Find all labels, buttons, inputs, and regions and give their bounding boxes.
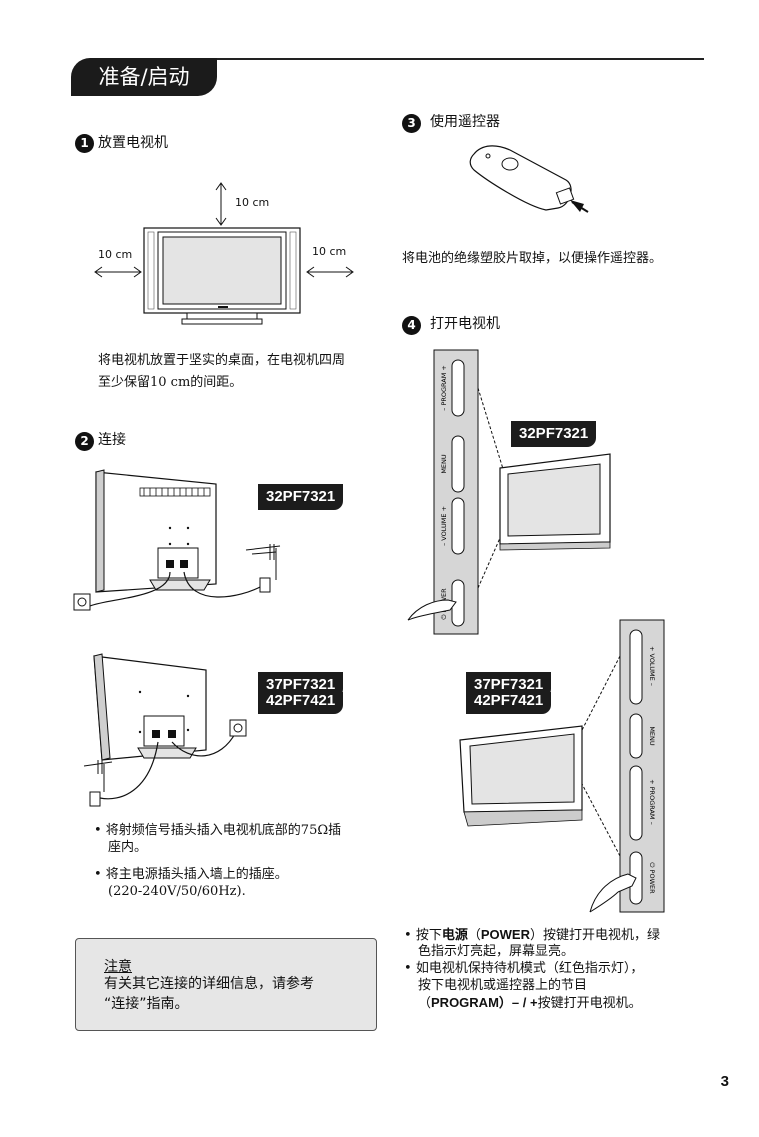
power-b2-mid: ）– / + xyxy=(498,995,538,1010)
tv-back-connection-37-42-illustration xyxy=(83,653,247,807)
step-2-label: 连接 xyxy=(98,432,126,448)
bullet-2-char: • xyxy=(404,961,412,976)
dim-top-label: 10 cm xyxy=(235,196,270,209)
remote-control-illustration xyxy=(469,145,589,213)
dim-left-label: 10 cm xyxy=(98,248,133,261)
panel-label-menu: MENU xyxy=(440,454,448,474)
page-title: 准备/启动 xyxy=(71,58,217,96)
power-b1-open: （ xyxy=(467,928,481,943)
panel-label-program-r: + PROGRAM – xyxy=(648,779,656,825)
note-title: 注意 xyxy=(104,959,132,975)
tv-side-panel-37-42-illustration: + VOLUME – MENU + PROGRAM – ⏻ POWER xyxy=(459,619,665,913)
connect-bullet-2-line2: (220-240V/50/60Hz). xyxy=(108,884,246,899)
remote-instruction: 将电池的绝缘塑胶片取掉，以便操作遥控器。 xyxy=(402,251,663,266)
panel-label-program: – PROGRAM + xyxy=(440,365,448,411)
model-badge-42: 42PF7421 xyxy=(258,692,344,714)
power-b1-power: POWER xyxy=(480,927,530,942)
model-badge-32: 32PF7321 xyxy=(258,484,344,510)
connect-bullet-1-line1: • 将射频信号插头插入电视机底部的75Ω插 xyxy=(94,823,342,838)
power-bullet-2-line1: • 如电视机保持待机模式（红色指示灯）， xyxy=(404,960,643,977)
power-b1-key: 电源 xyxy=(441,928,468,943)
connect-bullet-1-line2: 座内。 xyxy=(108,840,148,855)
placement-text-line2: 至少保留10 cm的间距。 xyxy=(98,375,243,390)
panel-label-power-r: ⏻ POWER xyxy=(648,862,656,894)
power-b2-key: PROGRAM xyxy=(431,995,499,1010)
step-1-number: 1 xyxy=(75,134,94,153)
model-badge-42-power: 42PF7421 xyxy=(466,692,552,714)
panel-label-volume-r: + VOLUME – xyxy=(648,646,656,686)
bullet-1-char: • xyxy=(404,928,412,943)
step-4-number: 4 xyxy=(402,316,421,335)
model-badge-32-power: 32PF7321 xyxy=(511,421,597,447)
tv-back-connection-32-illustration xyxy=(73,469,281,611)
step-1-label: 放置电视机 xyxy=(98,135,168,151)
power-b1-post: ）按键打开电视机，绿 xyxy=(529,928,660,943)
power-bullet-1: • 按下电源（POWER）按键打开电视机，绿 xyxy=(404,926,714,944)
step-2-number: 2 xyxy=(75,432,94,451)
step-4-label: 打开电视机 xyxy=(430,316,500,332)
power-bullet-2-line3: （PROGRAM）– / +按键打开电视机。 xyxy=(418,994,642,1012)
power-b1-pre: 按下 xyxy=(415,928,442,943)
note-line2: “连接”指南。 xyxy=(104,996,189,1012)
dim-right-label: 10 cm xyxy=(312,245,347,258)
power-bullet-1-line2: 色指示灯亮起，屏幕显亮。 xyxy=(418,944,575,959)
page-number: 3 xyxy=(720,1073,729,1090)
step-3-label: 使用遥控器 xyxy=(430,114,500,130)
step-3-number: 3 xyxy=(402,114,421,133)
power-b2-open: （ xyxy=(418,996,432,1011)
note-line1: 有关其它连接的详细信息，请参考 xyxy=(104,976,314,992)
tv-placement-illustration xyxy=(94,182,354,325)
header-rule xyxy=(217,58,704,60)
placement-text-line1: 将电视机放置于坚实的桌面，在电视机四周 xyxy=(98,353,346,368)
power-b2-line1: 如电视机保持待机模式（红色指示灯）， xyxy=(415,961,644,976)
power-bullet-2-line2: 按下电视机或遥控器上的节目 xyxy=(418,978,588,993)
note-box xyxy=(75,938,377,1031)
connect-bullet-2-line1: • 将主电源插头插入墙上的插座。 xyxy=(94,867,288,882)
note-body: 有关其它连接的详细信息，请参考 “连接”指南。 xyxy=(104,974,366,1014)
tv-side-panel-32-illustration: – PROGRAM + MENU – VOLUME + ⏻ POWER xyxy=(407,349,611,635)
power-b2-post: 按键打开电视机。 xyxy=(537,996,642,1011)
panel-label-menu-r: MENU xyxy=(648,726,656,746)
panel-label-volume: – VOLUME + xyxy=(440,506,448,546)
